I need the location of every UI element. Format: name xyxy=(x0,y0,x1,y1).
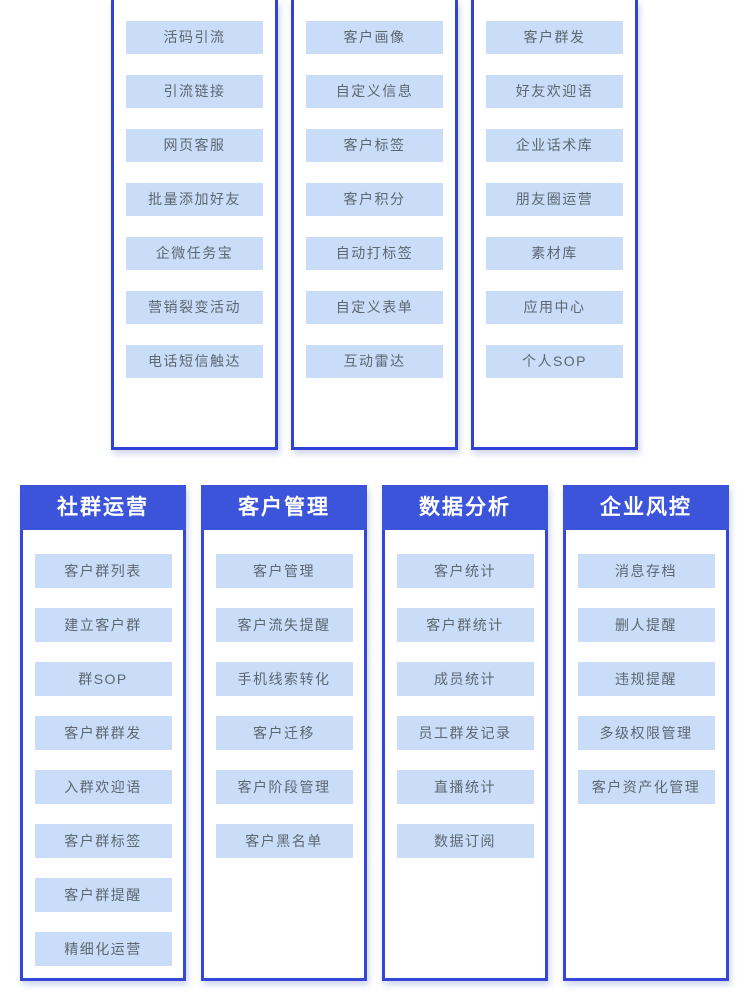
feature-item: 客户群发 xyxy=(486,21,623,54)
feature-item: 引流链接 xyxy=(126,75,263,108)
feature-item: 建立客户群 xyxy=(34,608,172,642)
category-panel-4: 企业风控消息存档删人提醒违规提醒多级权限管理客户资产化管理 xyxy=(563,485,729,981)
feature-item: 客户积分 xyxy=(306,183,443,216)
category-panel-3: 数据分析客户统计客户群统计成员统计员工群发记录直播统计数据订阅 xyxy=(382,485,548,981)
feature-item: 客户资产化管理 xyxy=(577,770,715,804)
feature-item: 客户群列表 xyxy=(34,554,172,588)
feature-item: 员工群发记录 xyxy=(396,716,534,750)
feature-item: 自定义信息 xyxy=(306,75,443,108)
category-header: 社群运营 xyxy=(20,485,186,530)
feature-item: 客户画像 xyxy=(306,21,443,54)
category-body: 客户管理客户流失提醒手机线索转化客户迁移客户阶段管理客户黑名单 xyxy=(201,530,367,981)
feature-item: 客户迁移 xyxy=(215,716,353,750)
feature-item: 数据订阅 xyxy=(396,824,534,858)
feature-item: 成员统计 xyxy=(396,662,534,696)
feature-item: 客户阶段管理 xyxy=(215,770,353,804)
feature-item: 好友欢迎语 xyxy=(486,75,623,108)
category-header: 客户管理 xyxy=(201,485,367,530)
feature-item: 客户群提醒 xyxy=(34,878,172,912)
feature-item: 客户黑名单 xyxy=(215,824,353,858)
feature-item: 精细化运营 xyxy=(34,932,172,966)
feature-item: 客户统计 xyxy=(396,554,534,588)
feature-item: 群SOP xyxy=(34,662,172,696)
category-body: 客户统计客户群统计成员统计员工群发记录直播统计数据订阅 xyxy=(382,530,548,981)
feature-item: 营销裂变活动 xyxy=(126,291,263,324)
category-header: 数据分析 xyxy=(382,485,548,530)
bottom-section: 社群运营客户群列表建立客户群群SOP 客户群群发入群欢迎语客户群标签客户群提醒精细… xyxy=(20,485,750,981)
feature-item: 客户群群发 xyxy=(34,716,172,750)
feature-item: 自定义表单 xyxy=(306,291,443,324)
feature-item: 客户群标签 xyxy=(34,824,172,858)
feature-item: 客户标签 xyxy=(306,129,443,162)
feature-item: 客户管理 xyxy=(215,554,353,588)
feature-item: 个人SOP xyxy=(486,345,623,378)
feature-item: 直播统计 xyxy=(396,770,534,804)
feature-item: 删人提醒 xyxy=(577,608,715,642)
top-panel-1: 活码引流引流链接网页客服批量添加好友企微任务宝营销裂变活动电话短信触达 xyxy=(111,0,278,450)
feature-item: 多级权限管理 xyxy=(577,716,715,750)
feature-item: 手机线索转化 xyxy=(215,662,353,696)
feature-item: 企微任务宝 xyxy=(126,237,263,270)
feature-item: 朋友圈运营 xyxy=(486,183,623,216)
feature-item: 客户流失提醒 xyxy=(215,608,353,642)
feature-item: 自动打标签 xyxy=(306,237,443,270)
category-body: 消息存档删人提醒违规提醒多级权限管理客户资产化管理 xyxy=(563,530,729,981)
category-panel-1: 社群运营客户群列表建立客户群群SOP 客户群群发入群欢迎语客户群标签客户群提醒精细… xyxy=(20,485,186,981)
top-section: 活码引流引流链接网页客服批量添加好友企微任务宝营销裂变活动电话短信触达客户画像自… xyxy=(111,0,750,450)
feature-item: 素材库 xyxy=(486,237,623,270)
feature-item: 批量添加好友 xyxy=(126,183,263,216)
top-panel-3: 客户群发好友欢迎语企业话术库朋友圈运营素材库应用中心个人SOP xyxy=(471,0,638,450)
feature-item: 网页客服 xyxy=(126,129,263,162)
category-header: 企业风控 xyxy=(563,485,729,530)
feature-item: 消息存档 xyxy=(577,554,715,588)
category-body: 客户群列表建立客户群群SOP 客户群群发入群欢迎语客户群标签客户群提醒精细化运营 xyxy=(20,530,186,981)
category-panel-2: 客户管理客户管理客户流失提醒手机线索转化客户迁移客户阶段管理客户黑名单 xyxy=(201,485,367,981)
feature-item: 互动雷达 xyxy=(306,345,443,378)
top-panel-2: 客户画像自定义信息客户标签客户积分自动打标签自定义表单互动雷达 xyxy=(291,0,458,450)
feature-item: 客户群统计 xyxy=(396,608,534,642)
feature-item: 企业话术库 xyxy=(486,129,623,162)
feature-item: 电话短信触达 xyxy=(126,345,263,378)
feature-item: 应用中心 xyxy=(486,291,623,324)
feature-item: 活码引流 xyxy=(126,21,263,54)
feature-item: 入群欢迎语 xyxy=(34,770,172,804)
feature-item: 违规提醒 xyxy=(577,662,715,696)
